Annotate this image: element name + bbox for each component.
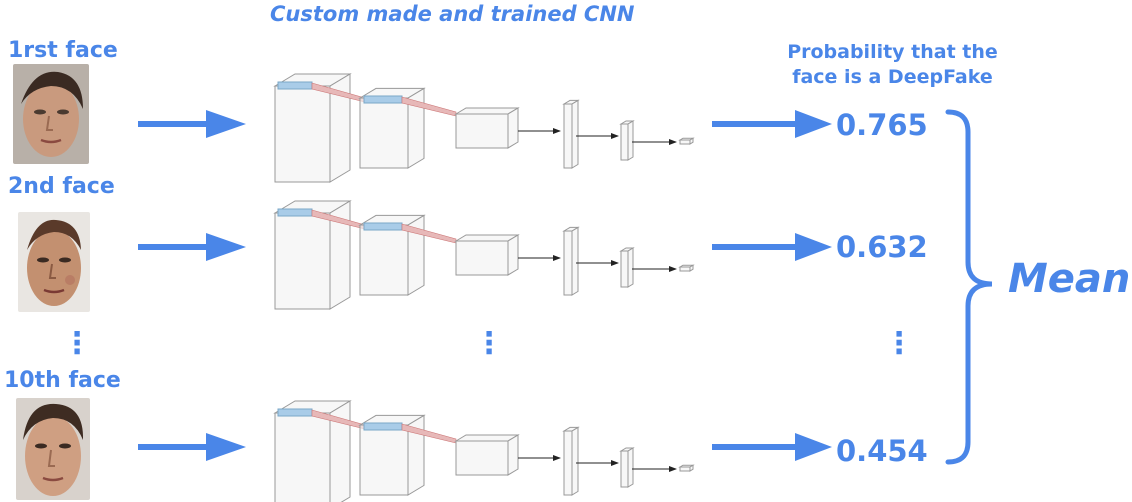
- output-node: [678, 137, 695, 145]
- probability-value-2: 0.632: [836, 230, 928, 264]
- dense-layer-2: [619, 447, 635, 488]
- conv-block-1: [273, 200, 352, 310]
- ellipsis-faces: ⋮: [62, 326, 92, 361]
- kernel-2: [363, 422, 403, 431]
- dense-layer-2: [619, 247, 635, 288]
- conv-block-1: [273, 400, 352, 502]
- kernel-2: [363, 95, 403, 104]
- probability-value-3: 0.454: [836, 434, 928, 468]
- output-arrow-1: [712, 110, 832, 138]
- output-arrow-2: [712, 233, 832, 261]
- dense-layer-1: [562, 226, 580, 296]
- pool-block: [454, 234, 520, 276]
- kernel-1: [277, 81, 313, 90]
- face-label-1: 1rst face: [8, 38, 118, 63]
- face-image-2: [18, 212, 90, 312]
- output-node: [678, 264, 695, 272]
- conv-block-1: [273, 73, 352, 183]
- dense-layer-1: [562, 426, 580, 496]
- face-image-1: [13, 64, 89, 164]
- cnn-network-1: [273, 73, 695, 183]
- input-arrow-1: [138, 110, 246, 138]
- probability-value-1: 0.765: [836, 108, 928, 142]
- face-label-3: 10th face: [4, 368, 121, 393]
- ellipsis-outputs: ⋮: [884, 326, 914, 361]
- input-arrow-3: [138, 433, 246, 461]
- ellipsis-networks: ⋮: [474, 326, 504, 361]
- probability-header: Probability that the face is a DeepFake: [787, 41, 998, 88]
- output-arrow-3: [712, 433, 832, 461]
- face-image-3: [16, 398, 90, 500]
- kernel-1: [277, 408, 313, 417]
- pool-block: [454, 107, 520, 149]
- mean-label: Mean: [1008, 256, 1131, 302]
- cnn-network-3: [273, 400, 695, 502]
- kernel-1: [277, 208, 313, 217]
- pool-block: [454, 434, 520, 476]
- conv-block-2: [358, 214, 426, 296]
- cnn-title: Custom made and trained CNN: [270, 2, 635, 26]
- dense-layer-2: [619, 120, 635, 161]
- cnn-network-2: [273, 200, 695, 310]
- face-label-2: 2nd face: [8, 174, 115, 199]
- conv-block-2: [358, 414, 426, 496]
- kernel-2: [363, 222, 403, 231]
- input-arrow-2: [138, 233, 246, 261]
- output-node: [678, 464, 695, 472]
- dense-layer-1: [562, 99, 580, 169]
- mean-brace: [945, 109, 993, 465]
